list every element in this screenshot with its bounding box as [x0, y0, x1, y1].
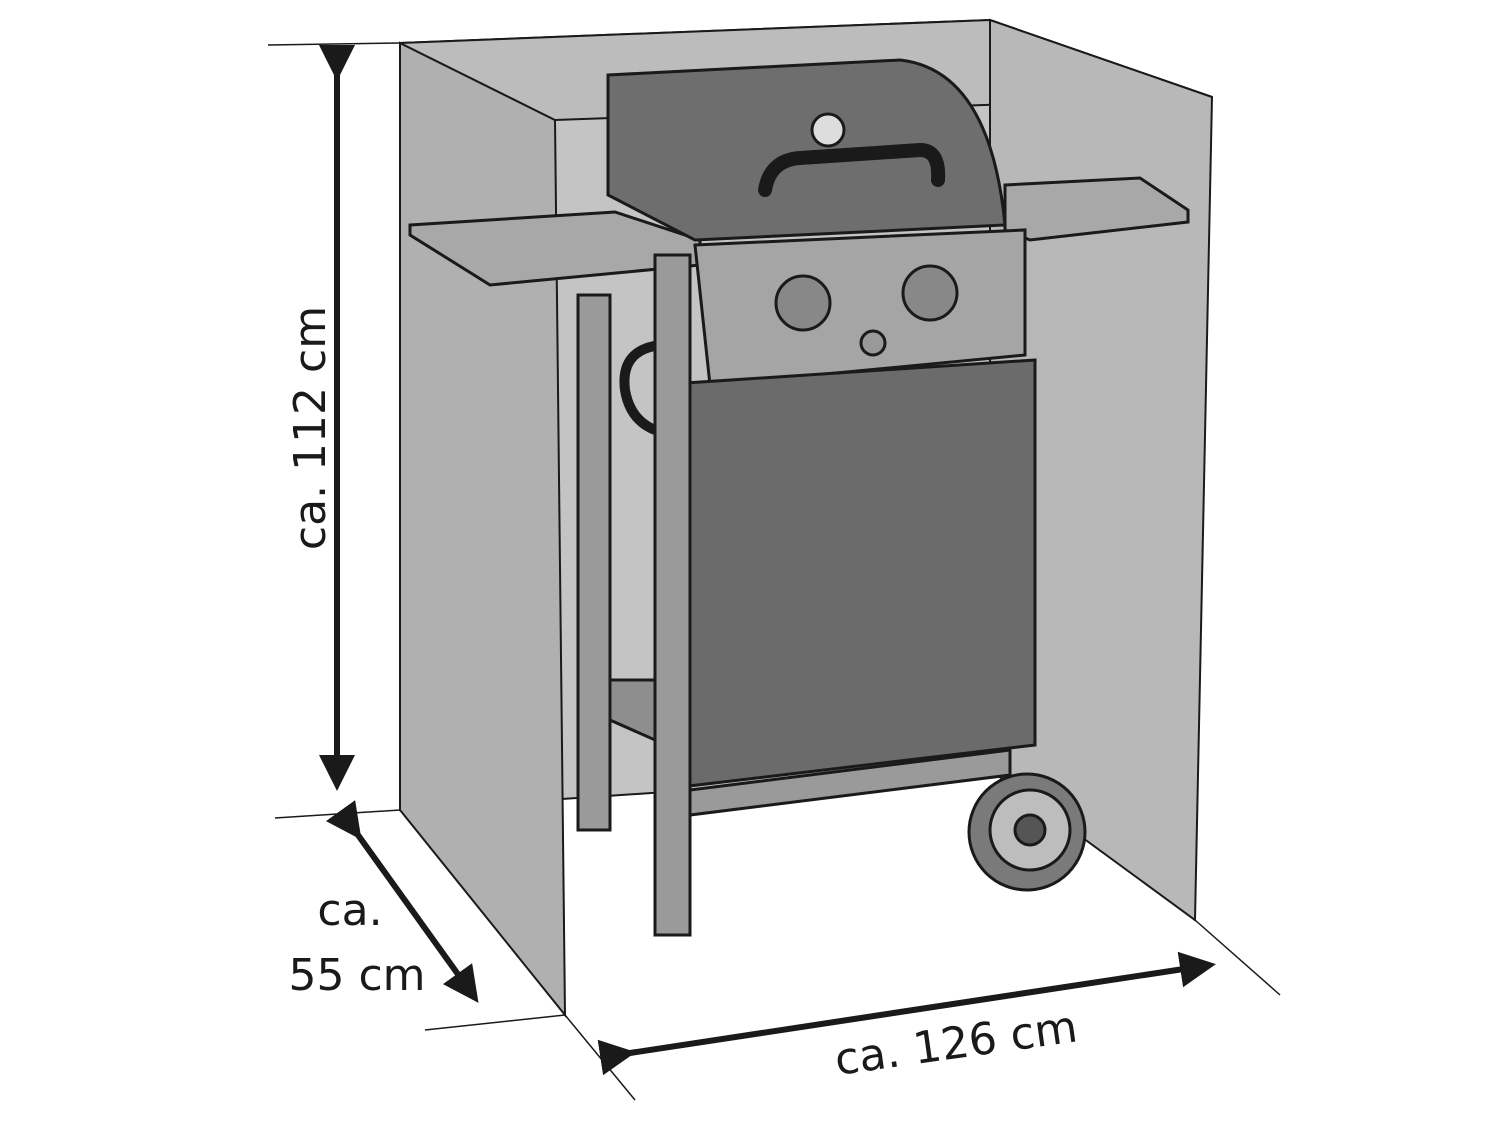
knob-left [774, 274, 832, 332]
lid-handle [758, 142, 946, 197]
grill-illustration [408, 58, 1190, 937]
igniter-button [859, 329, 887, 357]
depth-arrow [325, 800, 479, 1003]
wheel-center [1013, 813, 1047, 847]
grill-leg-front-left [653, 253, 692, 937]
knob-right [901, 264, 959, 322]
dimension-arrows [319, 45, 1216, 1076]
grill-leg-back-left [576, 293, 612, 832]
depth-label-line1: ca. [317, 885, 382, 936]
cabinet-door [653, 358, 1037, 792]
thermometer [810, 112, 846, 148]
cover-left-face [399, 41, 567, 1018]
gas-hose [619, 340, 690, 435]
width-arrow [597, 951, 1216, 1076]
depth-label-line2: 55 cm [288, 950, 425, 1001]
height-label: ca. 112 cm [285, 306, 336, 550]
grill-lid [606, 58, 1007, 242]
